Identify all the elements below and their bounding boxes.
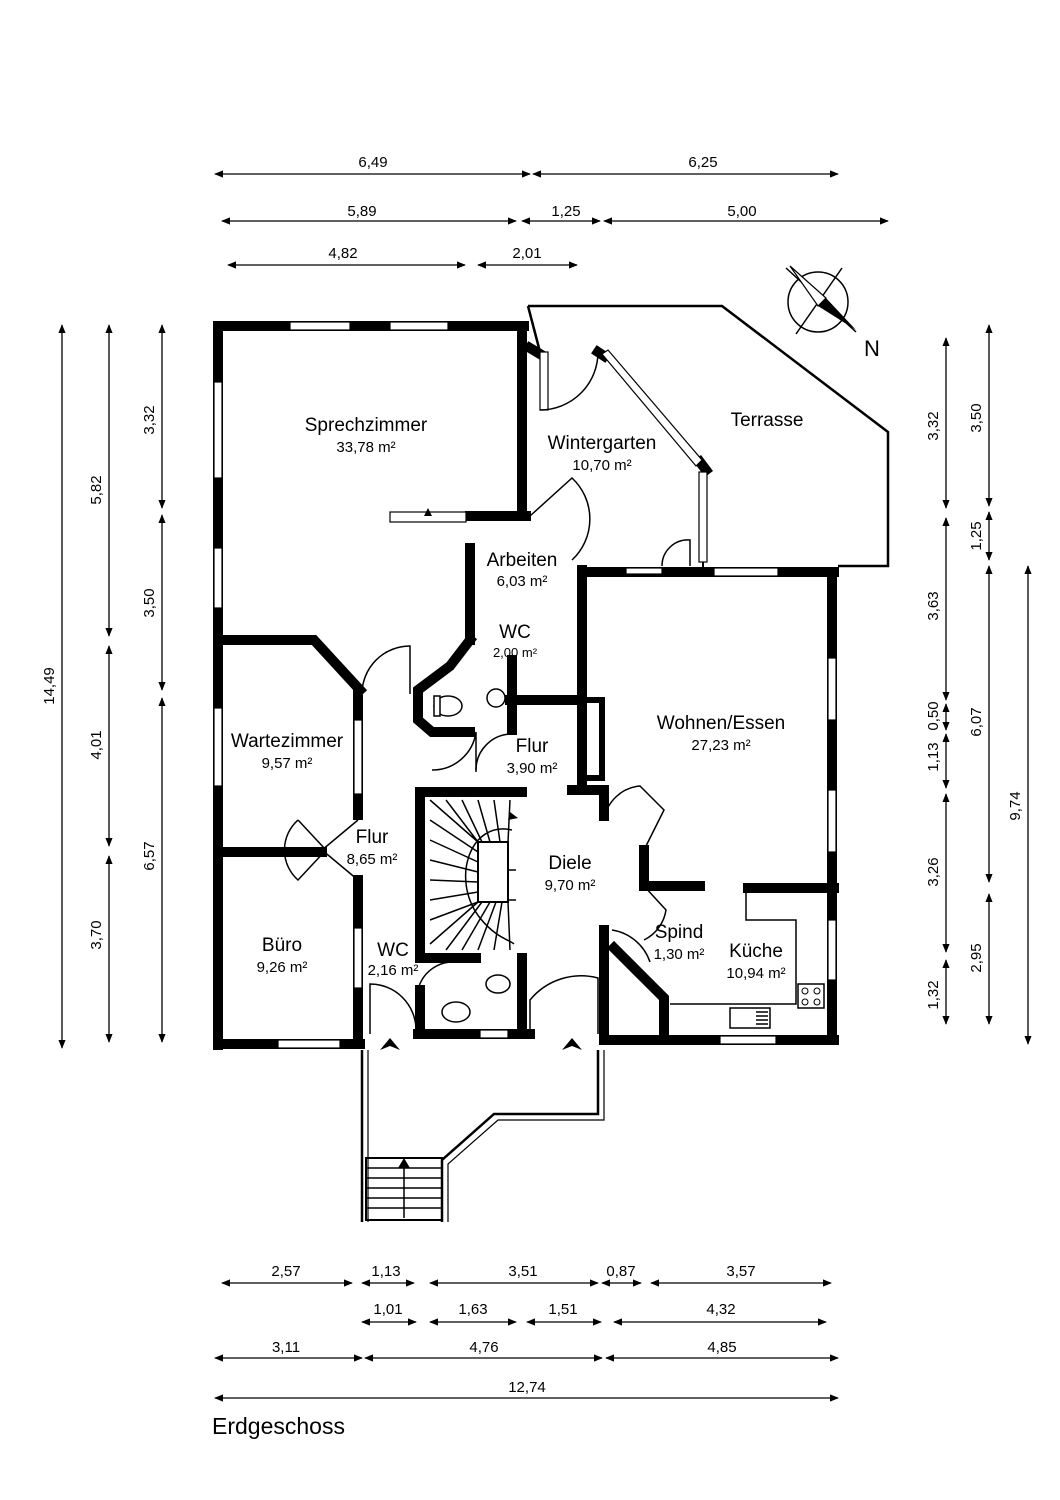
room-area-wartezimmer: 9,57 m²	[262, 755, 313, 772]
compass: N	[785, 265, 880, 361]
room-area-buero: 9,26 m²	[257, 959, 308, 976]
dim-bottom-4-32: 4,32	[706, 1301, 735, 1318]
room-name-wc-upper: WC	[499, 622, 531, 643]
dim-bottom-1-63: 1,63	[458, 1301, 487, 1318]
dim-right-0-50: 0,50	[925, 701, 942, 730]
sink-icon	[485, 974, 511, 994]
kitchen-sink-icon	[729, 1007, 771, 1029]
dim-right-6-07: 6,07	[968, 707, 985, 736]
room-name-wc-lower: WC	[377, 940, 409, 961]
doors	[283, 351, 691, 1034]
room-name-sprechzimmer: Sprechzimmer	[305, 415, 428, 436]
room-area-wohnen-essen: 27,23 m²	[691, 737, 750, 754]
dim-right-3-50: 3,50	[968, 403, 985, 432]
dim-bottom-1-13: 1,13	[371, 1263, 400, 1280]
dim-left-5-82: 5,82	[88, 475, 105, 504]
compass-circle	[787, 271, 849, 333]
dim-bottom-3-11: 3,11	[272, 1339, 300, 1356]
dimension-lines	[58, 170, 1032, 1402]
fixtures	[424, 508, 825, 1029]
dim-top-2-01: 2,01	[512, 245, 541, 262]
room-area-sprechzimmer: 33,78 m²	[336, 439, 395, 456]
sink-icon	[486, 688, 506, 708]
north-arrow-icon	[818, 298, 856, 330]
room-area-kueche: 10,94 m²	[726, 965, 785, 982]
dim-left-14-49: 14,49	[41, 667, 58, 705]
room-area-wintergarten: 10,70 m²	[572, 457, 631, 474]
dim-bottom-3-57: 3,57	[726, 1263, 755, 1280]
dim-left-3-70: 3,70	[88, 920, 105, 949]
windows	[213, 321, 837, 1049]
compass-north-label: N	[864, 336, 880, 361]
room-area-spind: 1,30 m²	[654, 946, 705, 963]
kitchen-counter	[670, 890, 797, 1005]
dim-right-9-74: 9,74	[1007, 791, 1024, 820]
room-name-terrasse: Terrasse	[731, 410, 804, 431]
toilet-icon	[441, 1001, 471, 1023]
dimension-labels: 6,49 6,25 5,89 1,25 5,00 4,82 2,01 14,49…	[41, 154, 1024, 1396]
dim-right-3-32: 3,32	[925, 411, 942, 440]
staircase	[365, 799, 518, 1221]
room-name-kueche: Küche	[729, 941, 783, 962]
room-name-wohnen-essen: Wohnen/Essen	[657, 713, 786, 734]
dim-top-6-49: 6,49	[358, 154, 387, 171]
dim-top-6-25: 6,25	[688, 154, 717, 171]
dim-bottom-4-76: 4,76	[469, 1339, 498, 1356]
floor-title: Erdgeschoss	[212, 1413, 345, 1439]
dim-top-5-00: 5,00	[727, 203, 756, 220]
dim-top-4-82: 4,82	[328, 245, 357, 262]
dim-bottom-1-51: 1,51	[548, 1301, 577, 1318]
dim-right-2-95: 2,95	[968, 943, 985, 972]
room-labels: Sprechzimmer 33,78 m² Wintergarten 10,70…	[231, 410, 804, 982]
room-name-buero: Büro	[262, 935, 302, 956]
dim-right-1-25: 1,25	[968, 521, 985, 550]
dim-left-4-01: 4,01	[88, 730, 105, 759]
room-area-flur-lower: 8,65 m²	[347, 851, 398, 868]
room-name-wartezimmer: Wartezimmer	[231, 731, 344, 752]
entrance-arrow-icon	[562, 1038, 582, 1050]
dim-right-3-26: 3,26	[925, 857, 942, 886]
room-name-spind: Spind	[655, 922, 704, 943]
room-area-diele: 9,70 m²	[545, 877, 596, 894]
room-area-flur-upper: 3,90 m²	[507, 760, 558, 777]
dim-bottom-3-51: 3,51	[508, 1263, 537, 1280]
dim-bottom-12-74: 12,74	[508, 1379, 546, 1396]
dim-left-3-50: 3,50	[141, 588, 158, 617]
room-name-flur-lower: Flur	[356, 827, 389, 848]
dim-bottom-2-57: 2,57	[271, 1263, 300, 1280]
stove-icon	[797, 983, 825, 1009]
room-name-flur-upper: Flur	[516, 736, 549, 757]
dim-bottom-1-01: 1,01	[373, 1301, 402, 1318]
entrance-railing	[360, 1038, 605, 1222]
room-area-arbeiten: 6,03 m²	[497, 573, 548, 590]
room-area-wc-lower: 2,16 m²	[368, 962, 419, 979]
dim-left-6-57: 6,57	[141, 841, 158, 870]
dim-left-3-32: 3,32	[141, 405, 158, 434]
entrance-arrow-icon	[380, 1038, 400, 1050]
dim-top-1-25: 1,25	[551, 203, 580, 220]
dim-right-3-63: 3,63	[925, 591, 942, 620]
dim-top-5-89: 5,89	[347, 203, 376, 220]
dim-bottom-4-85: 4,85	[707, 1339, 736, 1356]
dim-bottom-0-87: 0,87	[606, 1263, 635, 1280]
room-name-wintergarten: Wintergarten	[548, 433, 657, 454]
room-area-wc-upper: 2,00 m²	[493, 645, 538, 660]
dim-right-1-13: 1,13	[925, 742, 942, 771]
room-name-arbeiten: Arbeiten	[487, 550, 558, 571]
dim-right-1-32: 1,32	[925, 980, 942, 1009]
room-name-diele: Diele	[548, 853, 591, 874]
